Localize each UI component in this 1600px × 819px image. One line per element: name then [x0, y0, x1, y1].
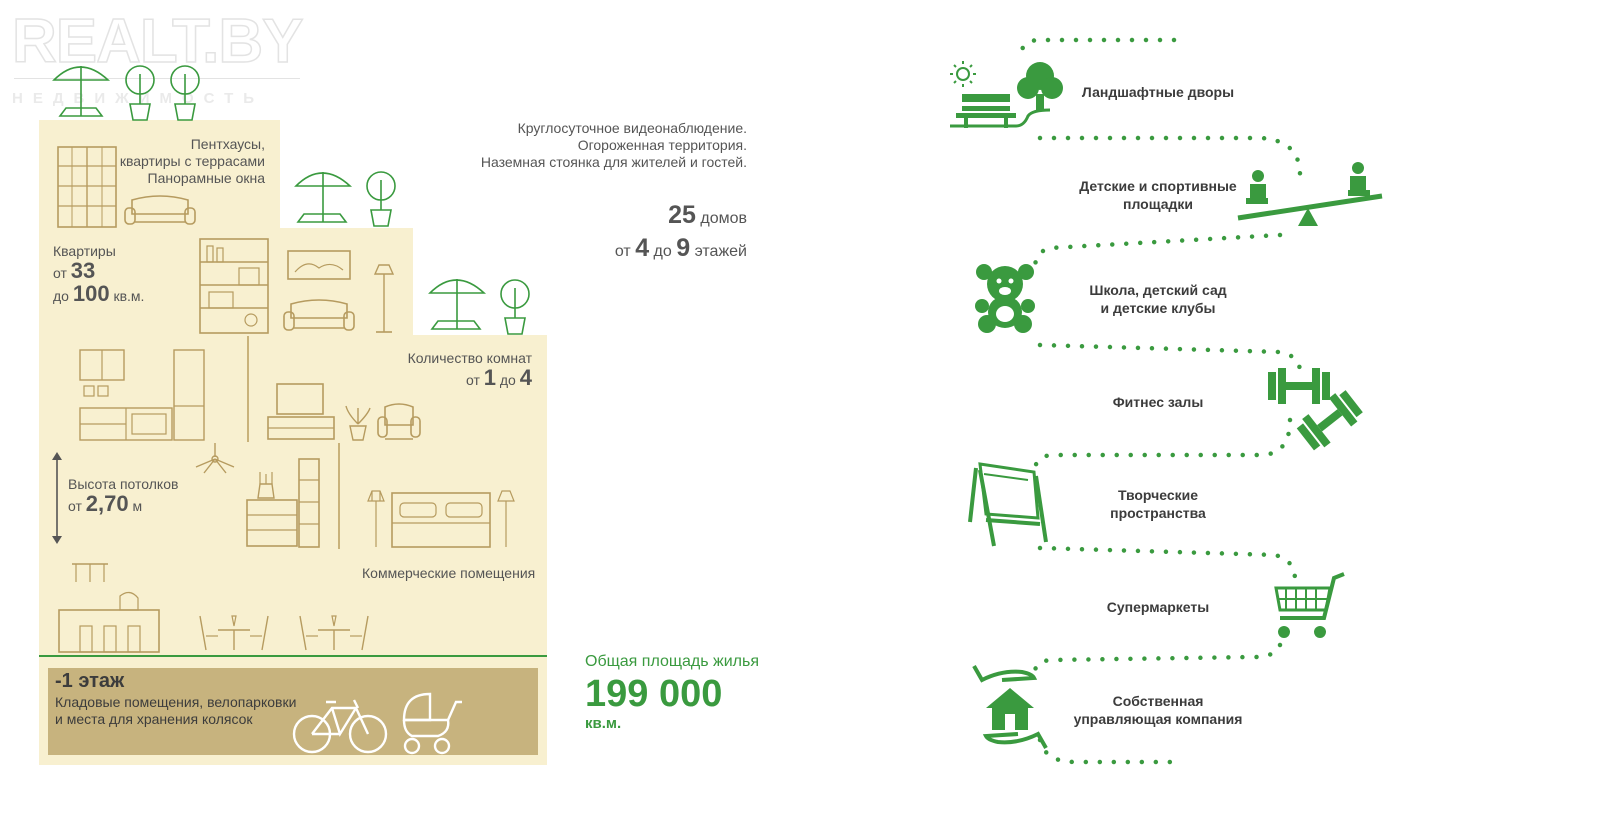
bicycle-icon: [292, 699, 388, 754]
cafe-table-icon: [299, 615, 369, 651]
umbrella-icon: [52, 66, 111, 117]
watermark-brand: REALT.BY: [11, 7, 304, 76]
apartments-min-area: 33: [70, 258, 96, 283]
security-text: Круглосуточное видеонаблюдение. Огорожен…: [480, 120, 747, 170]
penthouse-text: Пентхаусы, квартиры с террасами Панорамн…: [119, 136, 265, 186]
teddy-bear-icon: [975, 264, 1035, 333]
picture-frame-icon: [287, 250, 351, 280]
houses-count: 25 домов: [668, 201, 747, 229]
seesaw-icon: [1237, 162, 1383, 226]
height-arrow-icon: [52, 452, 62, 544]
amenity-fitness: Фитнес залы: [1112, 394, 1204, 410]
bar-counter-icon: [58, 591, 160, 653]
pendant-lamps-icon: [72, 563, 108, 582]
watermark: REALT.BY НЕДВИЖИМОСТЬ: [11, 7, 312, 110]
commercial-text: Коммерческие помещения: [362, 565, 536, 581]
bed-icon: [367, 490, 515, 548]
plant-icon: [125, 65, 155, 121]
shopping-cart-icon: [1274, 572, 1345, 638]
house-hands-icon: [972, 665, 1048, 749]
stroller-icon: [402, 692, 462, 755]
amenity-landscape: Ландшафтные дворы: [1081, 84, 1235, 100]
ceiling-fan-icon: [195, 443, 235, 474]
bookshelf-icon: [199, 238, 269, 334]
umbrella-icon: [294, 172, 353, 223]
amenity-supermarkets: Супермаркеты: [1106, 599, 1210, 615]
easel-icon: [968, 462, 1048, 547]
umbrella-icon: [428, 279, 487, 330]
apartments-max-area: 100: [72, 281, 110, 306]
sofa-icon: [124, 195, 196, 225]
plant-icon: [366, 171, 396, 227]
floor-apartments: [39, 228, 413, 336]
floor-commercial: [39, 549, 547, 657]
apartments-text: Квартиры от 33 до 100 кв.м.: [53, 243, 145, 306]
watermark-tagline: НЕДВИЖИМОСТЬ: [12, 90, 265, 107]
ceiling-text: Высота потолков от 2,70 м: [68, 476, 179, 516]
cafe-table-icon: [199, 615, 269, 651]
basement-panel: [48, 668, 538, 755]
dresser-icon: [246, 472, 298, 547]
floor-lamp-icon: [373, 264, 395, 333]
basement-title: -1 этаж: [55, 670, 125, 692]
window-icon: [57, 146, 117, 228]
floors-range: от 4 до 9 этажей: [614, 234, 747, 262]
armchair-icon: [377, 403, 421, 440]
dumbbell-icon: [1268, 368, 1363, 451]
total-area: Общая площадь жилья 199 000 кв.м.: [585, 653, 760, 732]
rooms-text: Количество комнат от 1 до 4: [407, 350, 532, 390]
plant-icon: [170, 65, 200, 121]
sofa-icon: [283, 299, 355, 331]
plant-icon: [500, 279, 530, 335]
basement-desc: Кладовые помещения, велопарковки и места…: [55, 694, 297, 727]
park-icon: [950, 61, 1063, 128]
floor-penthouse: [39, 120, 280, 229]
bookshelf-icon: [298, 458, 320, 548]
house-plant-icon: [345, 405, 371, 441]
tv-icon: [267, 383, 335, 440]
kitchen-icon: [79, 349, 205, 441]
